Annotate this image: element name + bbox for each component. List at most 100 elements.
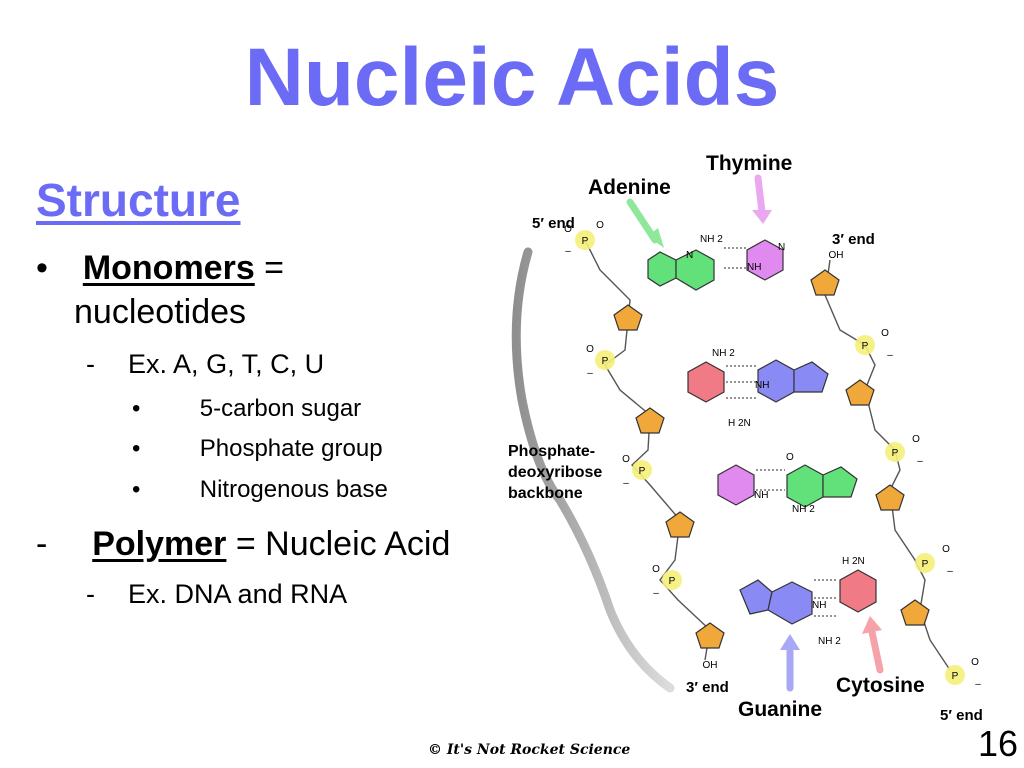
oxygen-label: O [622, 454, 630, 465]
cytosine-arrow [868, 628, 884, 674]
nh-label: NH [755, 380, 769, 391]
hydrogen-bonds [814, 579, 838, 617]
phosphate-p-label: P [862, 341, 869, 352]
oxygen-label: O [971, 657, 979, 668]
guanine-ring-icon [739, 579, 773, 615]
bullet-marker: • [36, 249, 48, 287]
sugar-icon [875, 484, 905, 511]
h2n-label: H 2N [842, 556, 865, 567]
phosphate-p-label: P [639, 466, 646, 477]
phosphate-icon [945, 665, 965, 685]
thymine-arrow [754, 174, 766, 216]
three-prime-end-bottom-label: 3′ end [686, 679, 729, 696]
adenine-label: Adenine [588, 176, 671, 199]
oxygen-label: O [912, 434, 920, 445]
bullet-marker: • [132, 395, 141, 422]
monomers-equals: = [254, 249, 294, 287]
backbone-label-line1: Phosphate- [508, 443, 595, 460]
five-prime-end-top-label: 5′ end [532, 215, 575, 232]
sugar-icon [810, 269, 840, 296]
backbone-strand-right [824, 259, 951, 671]
phosphate-icon [575, 230, 595, 250]
base-pair-cytosine-guanine [687, 359, 829, 403]
minus-label: – [917, 456, 923, 467]
bullet-monomers: • Monomers = [36, 248, 293, 288]
phosphate-labels: P P P P P P P P O O – O – O – O – O – O … [564, 220, 981, 690]
page-number: 16 [977, 723, 1018, 764]
thymine-ring-icon [717, 464, 755, 506]
adenine-ring-icon [822, 466, 858, 498]
n-label: N [778, 242, 785, 253]
hydrogen-bonds [726, 365, 756, 399]
adenine-ring-icon [675, 249, 715, 291]
monomers-value: nucleotides [74, 293, 247, 331]
sugar-icon [635, 407, 665, 434]
backbone-label-line3: backbone [508, 485, 583, 502]
nh2-label: NH 2 [700, 234, 723, 245]
dash-marker: - [36, 525, 48, 563]
oxygen-label: O [564, 224, 572, 235]
component-text: Nitrogenous base [199, 476, 388, 503]
cytosine-label: Cytosine [836, 674, 925, 697]
guanine-label: Guanine [738, 698, 822, 721]
hydroxyl-label: OH [703, 660, 718, 671]
hydrogen-bonds [756, 469, 785, 491]
cytosine-arrow-head [862, 616, 882, 634]
polymer-equals: = Nucleic Acid [226, 525, 451, 563]
phosphate-p-label: P [892, 448, 899, 459]
nh2-label: NH 2 [712, 348, 735, 359]
phosphate-icon [632, 460, 652, 480]
component-item: • 5-carbon sugar [132, 394, 361, 424]
minus-label: – [975, 679, 981, 690]
phosphate-icon [855, 335, 875, 355]
example-monomers-text: Ex. A, G, T, C, U [128, 349, 325, 379]
sugar-group [613, 269, 930, 649]
section-heading-structure: Structure [36, 174, 241, 226]
component-item: • Phosphate group [132, 434, 383, 464]
sugar-icon [613, 304, 643, 331]
phosphate-p-label: P [952, 671, 959, 682]
bullet-polymer: - Polymer = Nucleic Acid [36, 524, 450, 564]
phosphate-p-label: P [602, 356, 609, 367]
thymine-label: Thymine [706, 152, 792, 175]
sugar-icon [695, 622, 725, 649]
adenine-ring-icon [786, 464, 824, 508]
backbone-label-line2: deoxyribose [508, 464, 602, 481]
hydroxyl-label: OH [829, 250, 844, 261]
sugar-icon [900, 599, 930, 626]
phosphate-icon [885, 442, 905, 462]
thymine-ring-icon [746, 239, 784, 281]
sugar-icon [665, 511, 695, 538]
copyright-credit: © It's Not Rocket Science [428, 742, 631, 758]
nh-label: NH [754, 490, 768, 501]
chem-labels: NH 2 NH NH 2 H 2N NH O NH NH 2 H 2N NH N… [686, 234, 865, 647]
component-text: Phosphate group [199, 435, 383, 462]
example-polymer-text: Ex. DNA and RNA [128, 579, 348, 609]
phosphate-icon [595, 350, 615, 370]
minus-label: – [653, 588, 659, 599]
guanine-ring-icon [793, 361, 829, 393]
minus-label: – [587, 368, 593, 379]
guanine-arrow-head [780, 634, 800, 650]
slide-title: Nucleic Acids [244, 32, 780, 123]
oxygen-label: O [942, 544, 950, 555]
dash-marker: - [86, 349, 95, 379]
oxygen-label: O [652, 564, 660, 575]
h2n-label: H 2N [728, 418, 751, 429]
component-text: 5-carbon sugar [199, 395, 362, 422]
adenine-arrow [626, 198, 659, 244]
nh-label: NH [812, 600, 826, 611]
phosphate-p-label: P [922, 559, 929, 570]
nh2-label: NH 2 [792, 504, 815, 515]
minus-label: – [623, 478, 629, 489]
phosphate-p-label: P [669, 576, 676, 587]
base-pair-guanine-cytosine [739, 569, 877, 625]
five-prime-end-bottom-label: 5′ end [940, 707, 983, 724]
phosphate-p-label: P [582, 236, 589, 247]
thymine-arrow-head [752, 210, 772, 224]
three-prime-end-top-label: 3′ end [832, 231, 875, 248]
dash-marker: - [86, 579, 95, 609]
hydrogen-bonds [724, 247, 746, 269]
bullet-marker: • [132, 435, 141, 462]
